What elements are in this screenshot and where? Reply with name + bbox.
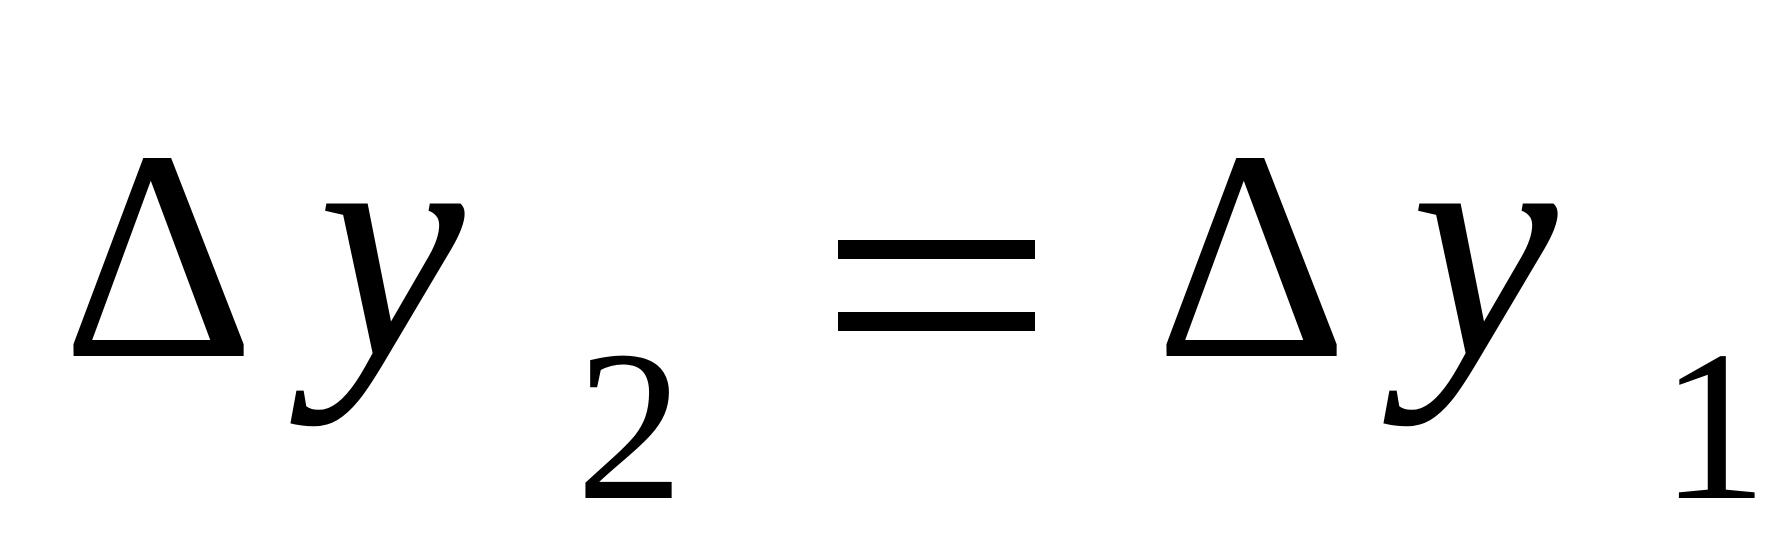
lhs-variable: y — [318, 62, 465, 427]
lhs-delta-symbol: Δ — [62, 89, 255, 421]
rhs-subscript: 1 — [1660, 306, 1768, 545]
equals-top-bar — [838, 240, 1035, 259]
rhs-variable: y — [1411, 62, 1558, 427]
equals-bottom-bar — [838, 312, 1035, 331]
rhs-delta-symbol: Δ — [1155, 89, 1348, 421]
lhs-subscript: 2 — [576, 306, 684, 545]
